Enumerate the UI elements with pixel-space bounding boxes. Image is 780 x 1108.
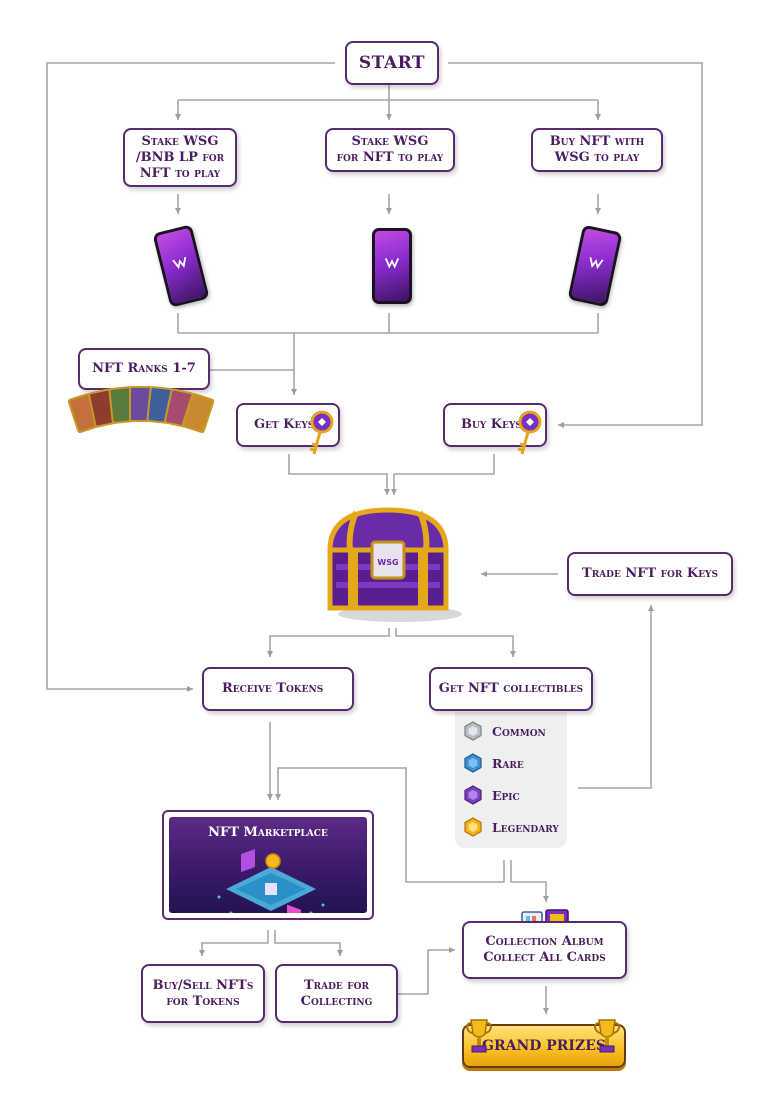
phone-stake-wsg bbox=[372, 228, 412, 304]
trade-collecting-label: Trade for Collecting bbox=[300, 977, 373, 1009]
phone-buy-nft bbox=[567, 224, 623, 308]
marketplace-title: NFT Marketplace bbox=[208, 825, 328, 840]
rarity-legendary-label: Legendary bbox=[492, 819, 559, 835]
marketplace-illustration bbox=[217, 848, 325, 913]
stake-wsg-node: Stake WSG for NFT to play bbox=[325, 128, 455, 172]
trophy-icon bbox=[594, 1019, 620, 1053]
stake-wsg-label: Stake WSG for NFT to play bbox=[336, 134, 444, 165]
trade-keys-node: Trade NFT for Keys bbox=[567, 552, 733, 596]
trade-collecting-node: Trade for Collecting bbox=[275, 964, 398, 1023]
rarity-rare: Rare bbox=[463, 753, 524, 773]
receive-tokens-label: Receive Tokens bbox=[222, 681, 324, 696]
collection-album-node: Collection Album Collect All Cards bbox=[462, 921, 627, 979]
legendary-gem-icon bbox=[464, 817, 482, 837]
trade-keys-label: Trade NFT for Keys bbox=[582, 566, 718, 581]
phone-stake-lp bbox=[152, 224, 210, 308]
buy-nft-node: Buy NFT with WSG to play bbox=[531, 128, 663, 172]
wsg-logo-icon bbox=[384, 258, 400, 269]
rarity-common: Common bbox=[463, 721, 546, 741]
key-icon bbox=[517, 410, 542, 455]
key-icon bbox=[309, 410, 334, 455]
get-keys-label: Get Keys bbox=[254, 417, 315, 432]
rarity-rare-label: Rare bbox=[492, 755, 524, 771]
stake-lp-node: Stake WSG /BNB LP for NFT to play bbox=[123, 128, 237, 187]
epic-gem-icon bbox=[464, 785, 482, 805]
wsg-logo-icon bbox=[172, 256, 187, 270]
nft-ranks-node: NFT Ranks 1-7 bbox=[78, 348, 210, 390]
nft-ranks-label: NFT Ranks 1-7 bbox=[92, 361, 196, 376]
rarity-legendary: Legendary bbox=[463, 817, 559, 837]
get-collectibles-label: Get NFT collectibles bbox=[438, 681, 584, 696]
trophy-icon bbox=[466, 1019, 492, 1053]
rarity-common-label: Common bbox=[492, 723, 546, 739]
nft-marketplace-node: NFT Marketplace bbox=[162, 810, 374, 920]
common-gem-icon bbox=[464, 721, 482, 741]
rare-gem-icon bbox=[464, 753, 482, 773]
collection-album-label: Collection Album Collect All Cards bbox=[483, 934, 606, 965]
stake-lp-label: Stake WSG /BNB LP for NFT to play bbox=[135, 133, 225, 181]
rarity-epic: Epic bbox=[463, 785, 520, 805]
rarity-epic-label: Epic bbox=[492, 787, 520, 803]
chest-badge-text: WSG bbox=[377, 558, 398, 567]
buy-sell-label: Buy/Sell NFTs for Tokens bbox=[152, 977, 254, 1009]
treasure-chest-icon: WSG bbox=[327, 507, 462, 622]
get-collectibles-node: Get NFT collectibles bbox=[429, 667, 593, 711]
receive-tokens-node: Receive Tokens bbox=[202, 667, 354, 711]
wsg-logo-icon bbox=[589, 257, 604, 270]
buy-keys-label: Buy Keys bbox=[461, 417, 522, 432]
buy-nft-label: Buy NFT with WSG to play bbox=[549, 134, 645, 165]
grand-prizes-label: GRAND PRIZES bbox=[482, 1038, 606, 1054]
start-node: START bbox=[345, 41, 439, 85]
marketplace-banner: NFT Marketplace bbox=[169, 817, 367, 913]
start-label: START bbox=[358, 53, 426, 73]
buy-sell-node: Buy/Sell NFTs for Tokens bbox=[141, 964, 265, 1023]
